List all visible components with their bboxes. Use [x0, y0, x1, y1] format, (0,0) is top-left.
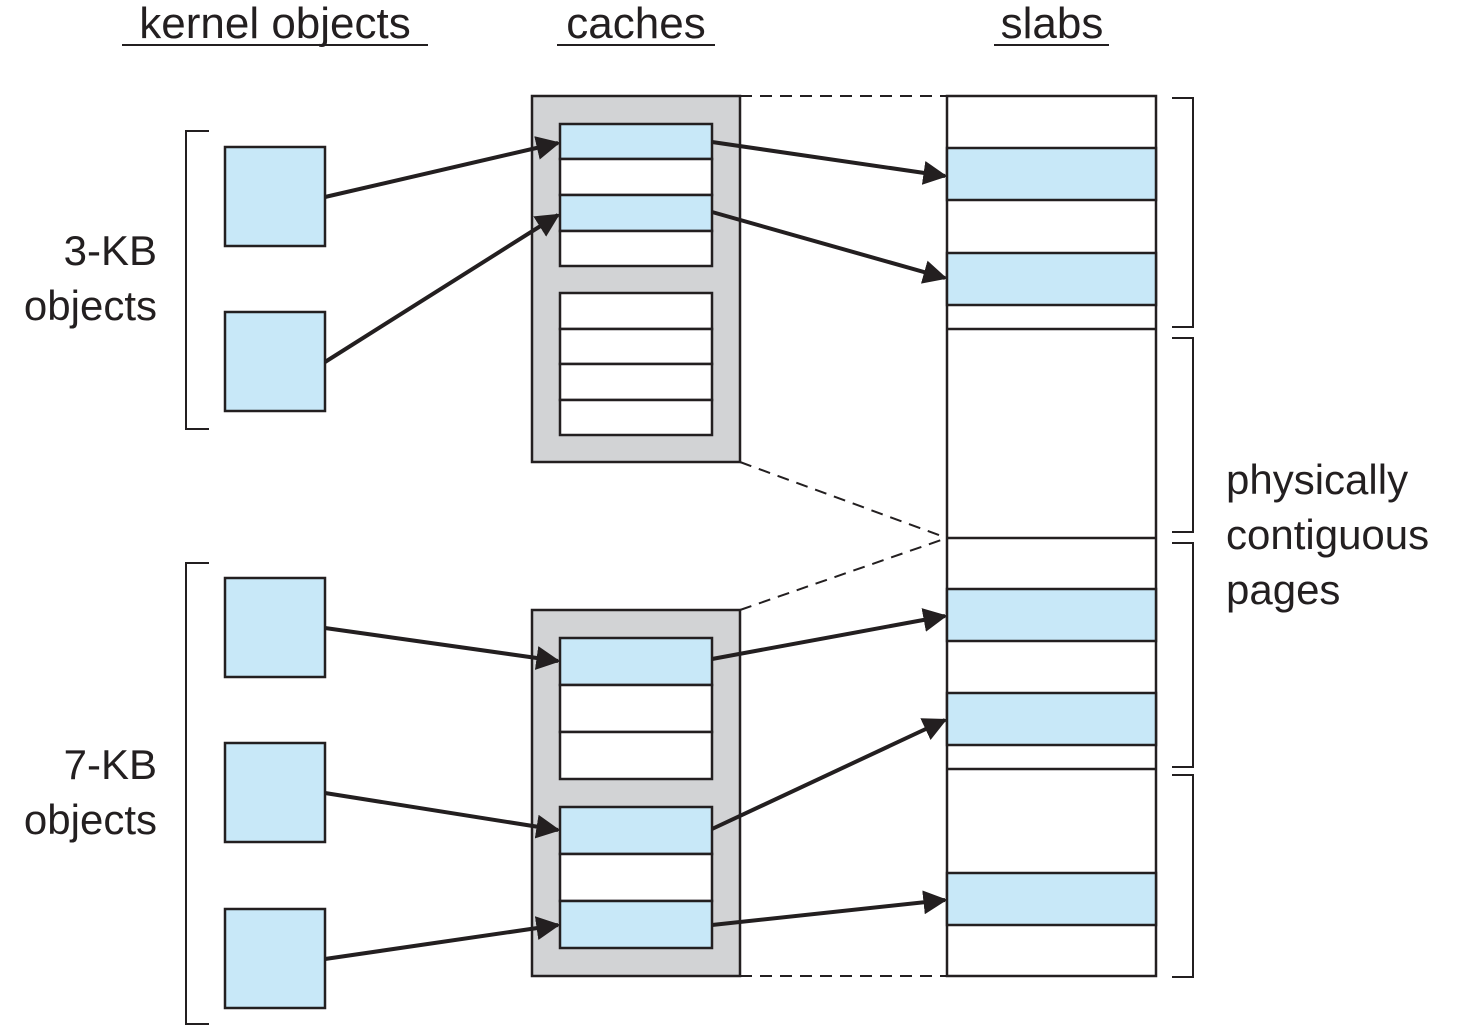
cache-3kb-slot-6	[558, 327, 714, 366]
header-slabs: slabs	[1001, 0, 1104, 48]
cache-7kb-slot-4	[558, 805, 714, 856]
cache-3kb-slot-5	[558, 291, 714, 331]
pages-label: physically contiguous pages	[1226, 456, 1429, 613]
cache-3kb-slot-7	[558, 362, 714, 402]
slabs-column	[945, 94, 1158, 978]
connector-3kb-bottom	[739, 461, 948, 539]
object-to-cache-arrows	[323, 136, 561, 961]
kernel-object-7kb-2	[223, 741, 327, 844]
group-3kb-objects-label: objects	[24, 282, 157, 329]
header-caches: caches	[566, 0, 705, 48]
arrow-object-3kb-1-to-cache	[324, 136, 561, 199]
kernel-object-3kb-1	[223, 145, 327, 248]
arrow-object-7kb-1-to-cache	[324, 626, 561, 670]
cache-3kb	[530, 94, 742, 464]
slab-object-5	[945, 871, 1158, 927]
kernel-objects	[223, 145, 327, 1010]
cache-3kb-slot-4	[558, 229, 714, 268]
cache-to-slab-arrows	[711, 140, 948, 927]
slab-object-4	[945, 691, 1158, 747]
page-brackets	[1172, 97, 1194, 978]
pages-label-line-2: contiguous	[1226, 511, 1429, 558]
arrow-cache-7kb-slot-1-to-slab	[711, 608, 948, 661]
connector-7kb-top	[739, 537, 948, 611]
column-headers: kernel objects caches slabs	[122, 0, 1109, 48]
cache-7kb-slot-3	[558, 730, 714, 781]
group-7kb-bracket	[185, 562, 209, 1025]
pages-label-line-3: pages	[1226, 566, 1340, 613]
cache-3kb-slot-8	[558, 398, 714, 437]
cache-slab-connectors	[739, 95, 948, 977]
group-3kb-bracket	[185, 130, 209, 430]
slabs-outline	[945, 94, 1158, 978]
group-3kb-size-label: 3-KB	[64, 227, 157, 274]
arrow-object-7kb-2-to-cache	[324, 791, 561, 839]
cache-3kb-slot-3	[558, 193, 714, 233]
page-bracket-3	[1172, 542, 1194, 768]
page-bracket-1	[1172, 97, 1194, 328]
pages-label-line-1: physically	[1226, 456, 1408, 503]
group-7kb-objects-label: objects	[24, 796, 157, 843]
page-bracket-4	[1172, 774, 1194, 978]
page-bracket-2	[1172, 337, 1194, 533]
kernel-object-3kb-2	[223, 310, 327, 413]
slab-object-3	[945, 587, 1158, 643]
cache-7kb-slot-1	[558, 636, 714, 687]
kernel-object-7kb-1	[223, 576, 327, 679]
cache-7kb	[530, 608, 742, 978]
cache-7kb-slot-5	[558, 852, 714, 903]
slab-object-1	[945, 146, 1158, 202]
cache-7kb-slot-6	[558, 899, 714, 950]
group-7kb-size-label: 7-KB	[64, 741, 157, 788]
cache-3kb-slot-1	[558, 122, 714, 161]
slab-object-2	[945, 251, 1158, 307]
arrow-object-3kb-2-to-cache	[323, 213, 561, 364]
cache-7kb-slot-2	[558, 683, 714, 734]
cache-3kb-slot-2	[558, 157, 714, 197]
arrow-cache-7kb-slot-4-to-slab	[711, 718, 948, 831]
arrow-cache-3kb-slot-3-to-slab	[711, 210, 948, 284]
kernel-object-7kb-3	[223, 907, 327, 1010]
arrow-cache-7kb-slot-6-to-slab	[711, 890, 948, 927]
object-groups: 3-KB objects 7-KB objects	[24, 130, 209, 1025]
header-kernel-objects: kernel objects	[139, 0, 410, 48]
arrow-cache-3kb-slot-1-to-slab	[711, 140, 948, 185]
arrow-object-7kb-3-to-cache	[324, 916, 561, 961]
